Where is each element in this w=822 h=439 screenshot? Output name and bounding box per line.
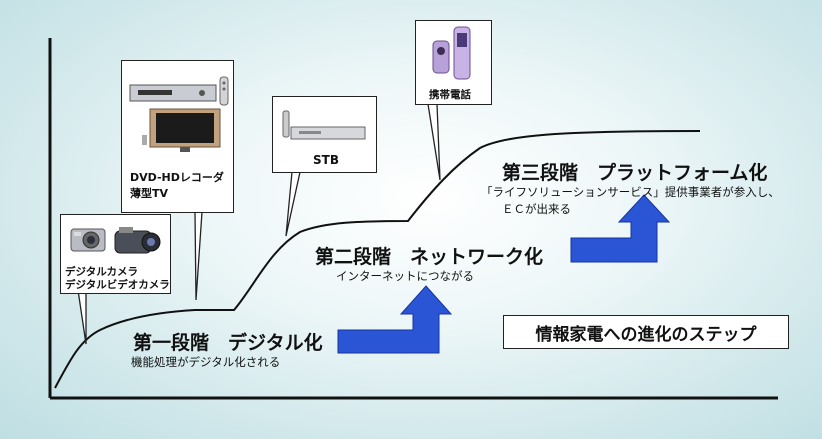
recorder-label-2: 薄型TV: [130, 187, 169, 200]
stage2-subtitle: インターネットにつながる: [336, 269, 474, 283]
stb-callout: STB: [272, 96, 377, 173]
summary-label-box: 情報家電への進化のステップ: [503, 315, 789, 349]
stb-label: STB: [313, 153, 339, 167]
phone-label: 携帯電話: [429, 89, 471, 101]
recorder-label-1: DVD-HDレコーダ: [130, 171, 224, 184]
stage2-title: 第二段階 ネットワーク化: [315, 246, 544, 268]
stage3-subtitle-2: ＥＣが出来る: [502, 202, 571, 216]
mobile-phone-icon: [432, 26, 471, 80]
phone-callout-pointer: [427, 103, 441, 181]
step-arrow-1: [337, 285, 453, 354]
recorder-callout: DVD-HDレコーダ 薄型TV: [121, 60, 234, 213]
stage1-title: 第一段階 デジタル化: [133, 332, 323, 354]
stage-growth-curve: [54, 130, 701, 389]
step-arrow-2: [570, 194, 671, 263]
stage3-subtitle-1: 「ライフソリューションサービス」提供事業者が参入し、: [481, 185, 780, 199]
stb-callout-pointer: [285, 171, 301, 237]
flat-tv-icon: [142, 108, 221, 152]
phone-callout: 携帯電話: [415, 20, 492, 105]
camera-callout: デジタルカメラ デジタルビデオカメラ: [60, 214, 171, 294]
video-camera-icon: [114, 227, 161, 254]
dvd-recorder-icon: [129, 84, 217, 102]
camera-callout-pointer: [77, 289, 87, 345]
stage1-subtitle: 機能処理がデジタル化される: [131, 355, 281, 369]
camera-label-2: デジタルビデオカメラ: [65, 279, 170, 291]
remote-control-icon: [219, 76, 229, 106]
camera-label-1: デジタルカメラ: [65, 266, 138, 278]
set-top-box-icon: [282, 110, 366, 140]
digital-camera-icon: [70, 228, 106, 252]
recorder-callout-pointer: [194, 211, 203, 301]
stage3-title: 第三段階 プラットフォーム化: [502, 162, 768, 184]
